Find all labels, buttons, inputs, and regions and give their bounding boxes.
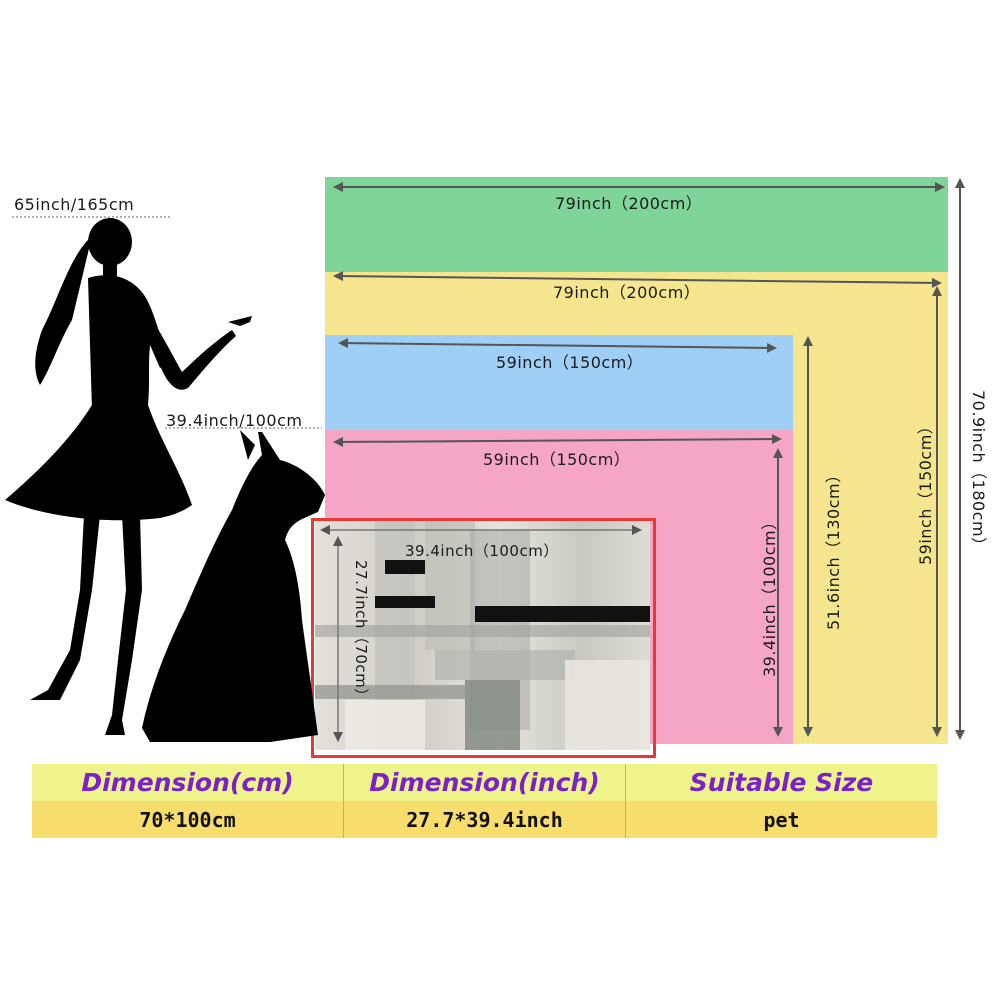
cell-dimension-cm: 70*100cm xyxy=(32,801,344,838)
green-width-label: 79inch（200cm） xyxy=(555,194,703,213)
blue-height-label: 51.6inch（130cm） xyxy=(824,466,843,630)
cell-dimension-inch: 27.7*39.4inch xyxy=(344,801,626,838)
header-dimension-inch: Dimension(inch) xyxy=(344,764,626,801)
spec-table-row: 70*100cm 27.7*39.4inch pet xyxy=(32,801,937,838)
blue-width-arrow xyxy=(338,338,777,353)
spec-table-header: Dimension(cm) Dimension(inch) Suitable S… xyxy=(32,764,937,801)
selected-size-frame xyxy=(311,518,656,758)
dog-silhouette-icon xyxy=(142,430,325,742)
pink-width-label: 59inch（150cm） xyxy=(483,450,631,469)
size-200x180-green xyxy=(325,177,948,272)
yellow-width-arrow xyxy=(333,271,942,288)
header-suitable-size: Suitable Size xyxy=(689,768,874,797)
yellow-width-label: 79inch（200cm） xyxy=(553,283,701,302)
green-height-label: 70.9inch（180cm） xyxy=(969,390,988,554)
pink-width-arrow xyxy=(333,434,782,447)
dog-height-label: 39.4inch/100cm xyxy=(166,411,303,430)
yellow-height-label: 59inch（150cm） xyxy=(916,417,935,565)
woman-silhouette-icon xyxy=(5,218,252,735)
blue-width-label: 59inch（150cm） xyxy=(496,353,644,372)
rug-width-label: 39.4inch（100cm） xyxy=(405,542,559,560)
pink-height-label: 39.4inch（100cm） xyxy=(760,513,779,677)
rug-height-label: 27.7inch（70cm） xyxy=(352,560,370,704)
cell-suitable-size: pet xyxy=(763,807,800,832)
person-height-label: 65inch/165cm xyxy=(14,195,135,214)
rug-image xyxy=(315,520,650,750)
header-dimension-cm: Dimension(cm) xyxy=(32,764,344,801)
